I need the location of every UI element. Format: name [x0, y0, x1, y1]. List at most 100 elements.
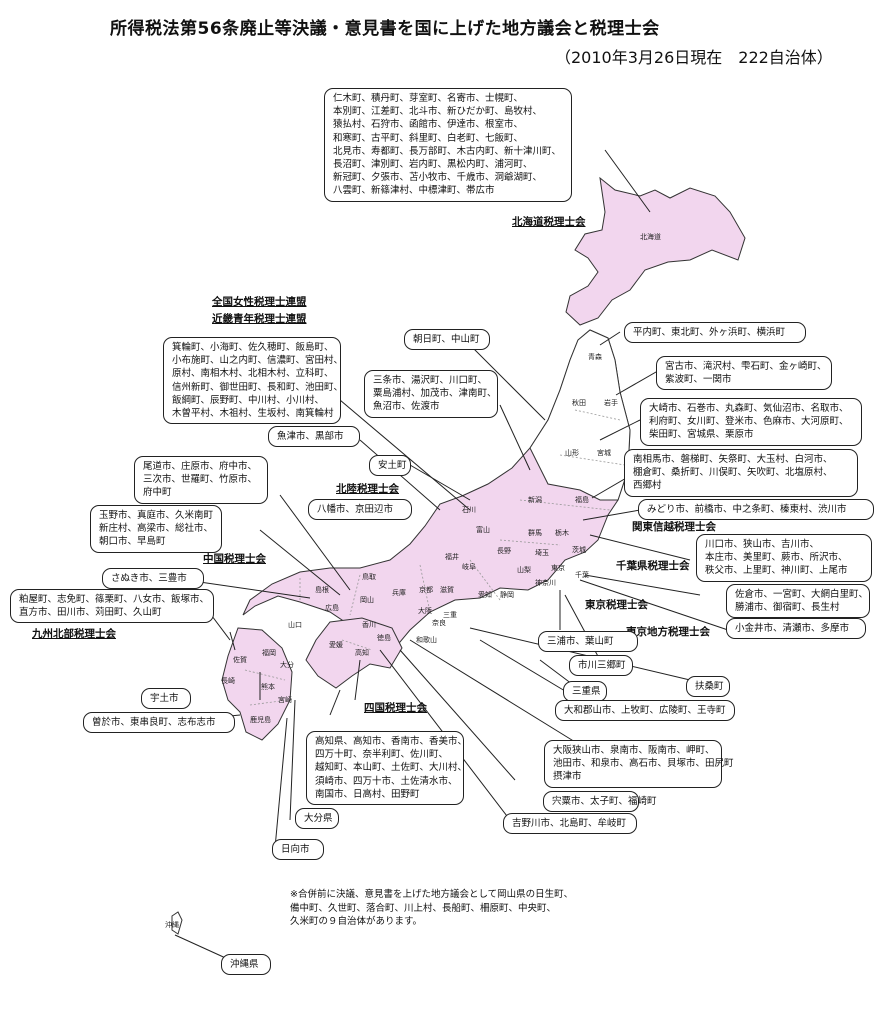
callout-hyogo: 宍粟市、太子町、福崎町	[543, 791, 657, 813]
pref-label: 滋賀	[440, 586, 454, 594]
callout-mie: 三重県	[563, 681, 607, 703]
callout-osaka: 大阪狭山市、泉南市、阪南市、岬町、池田市、和泉市、高石市、貝塚市、田尻町摂津市	[544, 740, 734, 788]
tohoku-shape	[529, 329, 631, 501]
callout-yoshinogawa: 吉野川市、北島町、牟岐町	[503, 813, 637, 835]
pref-label: 神奈川	[535, 579, 556, 587]
pref-label: 群馬	[528, 529, 542, 537]
pref-label: 福井	[445, 553, 459, 561]
pref-label: 島根	[315, 586, 329, 594]
pref-label: 埼玉	[535, 549, 549, 557]
callout-tokyo: 小金井市、清瀬市、多摩市	[726, 618, 866, 640]
pref-label: 山形	[565, 449, 579, 457]
kinki-tag: 近畿青年税理士連盟	[212, 313, 307, 325]
pref-label: 広島	[325, 604, 339, 612]
kanto-tag: 関東信越税理士会	[632, 521, 716, 533]
callout-ichikawa: 市川三郷町	[569, 655, 633, 677]
callout-akita: 朝日町、中山町	[404, 329, 490, 351]
pref-label: 和歌山	[416, 636, 437, 644]
callout-saitama: 川口市、狭山市、吉川市、本庄市、美里町、蕨市、所沢市、秩父市、上里町、神川町、上…	[696, 534, 872, 582]
pref-label: 岐阜	[462, 563, 476, 571]
pref-label: 大分	[280, 661, 294, 669]
footnote: ※合併前に決議、意見書を上げた地方議会として岡山県の日生町、備中町、久世町、落合…	[290, 889, 574, 927]
pref-label: 福岡	[262, 649, 276, 657]
callout-chiba: 佐倉市、一宮町、大網白里町、勝浦市、御宿町、長生村	[726, 584, 870, 619]
pref-label: 愛知	[478, 591, 492, 599]
pref-label: 徳島	[377, 634, 391, 642]
callout-okayama: 玉野市、真庭市、久米南町新庄村、高梁市、総社市、朝口市、早島町	[90, 505, 222, 553]
callout-aomori: 平内町、東北町、外ヶ浜町、横浜町	[624, 322, 806, 344]
callout-fukuoka: 粕屋町、志免町、篠栗町、八女市、飯塚市、直方市、田川市、苅田町、久山町	[10, 589, 214, 624]
pref-label: 京都	[419, 586, 433, 594]
pref-label: 佐賀	[233, 656, 247, 664]
callout-anamizu: 安土町	[369, 455, 411, 477]
pref-label: 岡山	[360, 596, 374, 604]
callout-fukushima: 南相馬市、磐梯町、矢祭町、大玉村、白河市、棚倉町、桑折町、川俣町、矢吹町、北塩原…	[624, 449, 858, 497]
pref-label: 福島	[575, 496, 589, 504]
pref-label: 北海道	[640, 233, 661, 241]
chiba-tax-tag: 千葉県税理士会	[616, 560, 690, 572]
okinawa-shape	[171, 911, 183, 935]
callout-ishikawa: 八幡市、京田辺市	[308, 499, 412, 521]
callout-hokkaido: 仁木町、積丹町、芽室町、名寄市、士幌町、本別町、江差町、北斗市、新ひだか町、島牧…	[324, 88, 572, 202]
pref-label: 千葉	[575, 571, 589, 579]
zenkoku-tag: 全国女性税理士連盟	[212, 296, 307, 308]
tokyo-chiho-tag: 東京地方税理士会	[626, 626, 710, 638]
pref-label: 熊本	[261, 683, 275, 691]
pref-label: 鹿児島	[250, 716, 271, 724]
callout-fuso: 扶桑町	[686, 676, 730, 698]
kyushu-shape	[221, 627, 293, 741]
pref-label: 新潟	[528, 496, 542, 504]
pref-label: 鳥取	[362, 573, 376, 581]
pref-label: 静岡	[500, 591, 514, 599]
pref-label: 宮城	[597, 449, 611, 457]
pref-label: 山梨	[517, 566, 531, 574]
callout-uto: 宇土市	[141, 688, 191, 710]
pref-label: 兵庫	[392, 589, 406, 597]
pref-label: 山口	[288, 621, 302, 629]
map-subtitle: （2010年3月26日現在 222自治体）	[555, 48, 833, 67]
pref-label: 茨城	[572, 546, 586, 554]
pref-label: 奈良	[432, 619, 446, 627]
callout-gunma: みどり市、前橋市、中之条町、榛東村、渋川市	[638, 499, 874, 521]
callout-kochi: 高知県、高知市、香南市、香美市、四万十町、奈半利町、佐川町、越知町、本山町、土佐…	[306, 731, 467, 806]
callout-nagano: 箕輪町、小海町、佐久穂町、飯島町、小布施町、山之内町、信濃町、宮田村、原村、南相…	[163, 337, 343, 425]
callout-miyagi: 大崎市、石巻市、丸森町、気仙沼市、名取市、利府町、女川町、登米市、色麻市、大河原…	[640, 398, 862, 446]
pref-label: 宮崎	[278, 696, 292, 704]
tokyo-tax-tag: 東京税理士会	[585, 599, 648, 611]
pref-label: 三重	[443, 611, 457, 619]
pref-label: 石川	[462, 506, 476, 514]
kyushu-tag: 九州北部税理士会	[32, 628, 116, 640]
callout-toyama: 魚津市、黒部市	[268, 426, 360, 448]
honshu-shape	[242, 329, 631, 649]
pref-label: 富山	[476, 526, 490, 534]
shikoku-shape	[305, 617, 403, 689]
hokkaido-shape	[565, 176, 746, 326]
chugoku-tag: 中国税理士会	[203, 553, 266, 565]
callout-oita: 大分県	[295, 808, 339, 830]
pref-label: 高知	[355, 649, 369, 657]
pref-label: 香川	[362, 621, 376, 629]
callout-hyuga: 日向市	[272, 839, 324, 861]
shikoku-tag: 四国税理士会	[364, 702, 427, 714]
pref-label: 青森	[588, 353, 602, 361]
callout-niigata: 三条市、湯沢町、川口町、粟島浦村、加茂市、津南町、魚沼市、佐渡市	[364, 370, 498, 418]
pref-label: 東京	[551, 564, 565, 572]
pref-label: 長野	[497, 547, 511, 555]
callout-kanagawa: 三浦市、葉山町	[538, 631, 638, 653]
pref-label: 沖縄	[165, 921, 179, 929]
callout-nara: 大和郡山市、上牧町、広陵町、王寺町	[555, 700, 735, 722]
hokkaido-tax-tag: 北海道税理士会	[512, 216, 586, 228]
map-title: 所得税法第56条廃止等決議・意見書を国に上げた地方議会と税理士会	[110, 19, 660, 39]
pref-label: 愛媛	[329, 641, 343, 649]
callout-iwate: 宮古市、滝沢村、雫石町、金ヶ崎町、紫波町、一関市	[656, 356, 832, 391]
pref-label: 長崎	[221, 677, 235, 685]
pref-label: 秋田	[572, 399, 586, 407]
callout-okinawa: 沖縄県	[221, 954, 271, 976]
pref-label: 大阪	[418, 607, 432, 615]
hokuriku-tag: 北陸税理士会	[336, 483, 399, 495]
callout-hiroshima: 尾道市、庄原市、府中市、三次市、世羅町、竹原市、府中町	[134, 456, 268, 504]
callout-kagawa: さぬき市、三豊市	[102, 568, 204, 590]
pref-label: 岩手	[604, 399, 618, 407]
